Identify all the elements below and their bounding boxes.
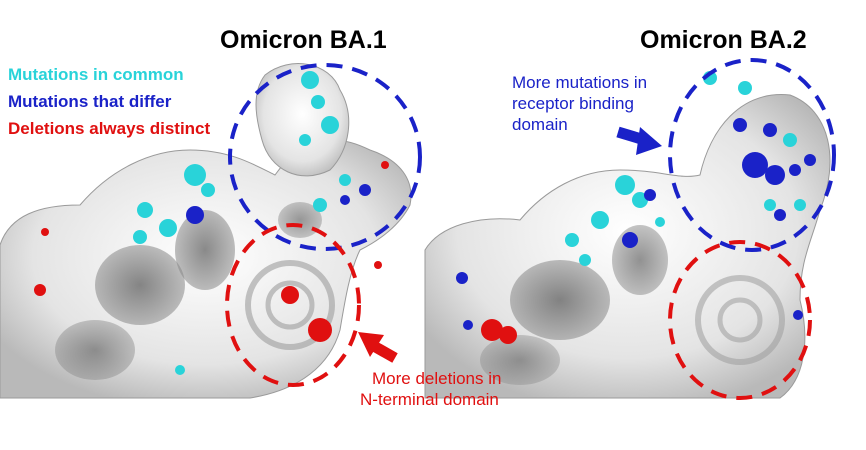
ba2-rbd-highlight [668, 58, 836, 252]
rbd-annotation-line-2: receptor binding [512, 94, 634, 113]
ntd-arrow [358, 332, 398, 363]
ba1-title: Omicron BA.1 [220, 26, 387, 54]
legend-common: Mutations in common [8, 65, 184, 84]
legend-deletions: Deletions always distinct [8, 119, 211, 138]
legend-differ: Mutations that differ [8, 92, 172, 111]
ba2-ntd-highlight [668, 240, 812, 400]
rbd-annotation-line-1: More mutations in [512, 73, 648, 92]
rbd-arrow [616, 126, 662, 155]
ba2-title: Omicron BA.2 [640, 26, 807, 54]
ntd-annotation-line-2: N-terminal domain [360, 390, 499, 409]
ntd-annotation-line-1: More deletions in [372, 369, 502, 388]
ba1-ntd-highlight [225, 223, 361, 387]
ntd-annotation: More deletions in N-terminal domain [360, 368, 502, 410]
rbd-annotation-line-3: domain [512, 115, 568, 134]
ba1-protein-surface [0, 63, 412, 399]
rbd-annotation: More mutations in receptor binding domai… [512, 72, 647, 135]
ba1-rbd-highlight [228, 63, 422, 251]
